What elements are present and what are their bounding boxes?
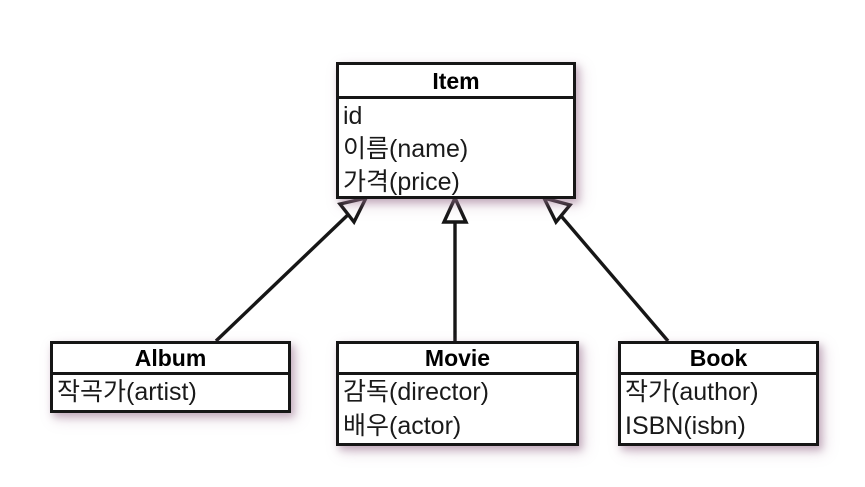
class-name-item: Item xyxy=(339,65,573,99)
hollow-triangle-arrowhead-icon xyxy=(441,193,469,224)
class-name-album: Album xyxy=(53,344,288,375)
edge-movie-to-item xyxy=(441,193,469,341)
attribute-row: 감독(director) xyxy=(343,378,490,406)
class-attributes-movie: 감독(director) 배우(actor) xyxy=(339,375,576,443)
attribute-row: 작곡가(artist) xyxy=(57,378,197,406)
class-box-item[interactable]: Item id 이름(name) 가격(price) xyxy=(336,62,576,199)
hollow-triangle-arrowhead-icon xyxy=(540,195,573,226)
class-name-book: Book xyxy=(621,344,816,375)
attribute-row: ISBN(isbn) xyxy=(625,412,746,440)
hollow-triangle-arrowhead-icon xyxy=(337,195,370,226)
attribute-row: 작가(author) xyxy=(625,378,759,406)
class-box-album[interactable]: Album 작곡가(artist) xyxy=(50,341,291,413)
class-attributes-item: id 이름(name) 가격(price) xyxy=(339,99,573,199)
edge-book-to-item xyxy=(540,195,670,343)
class-name-movie: Movie xyxy=(339,344,576,375)
edge-album-to-item xyxy=(214,195,370,343)
class-box-movie[interactable]: Movie 감독(director) 배우(actor) xyxy=(336,341,579,446)
class-attributes-book: 작가(author) ISBN(isbn) xyxy=(621,375,816,443)
attribute-row: 이름(name) xyxy=(343,135,469,163)
attribute-row: id xyxy=(343,102,363,130)
attribute-row: 가격(price) xyxy=(343,168,460,196)
class-attributes-album: 작곡가(artist) xyxy=(53,375,288,410)
attribute-row: 배우(actor) xyxy=(343,412,462,440)
class-box-book[interactable]: Book 작가(author) ISBN(isbn) xyxy=(618,341,819,446)
